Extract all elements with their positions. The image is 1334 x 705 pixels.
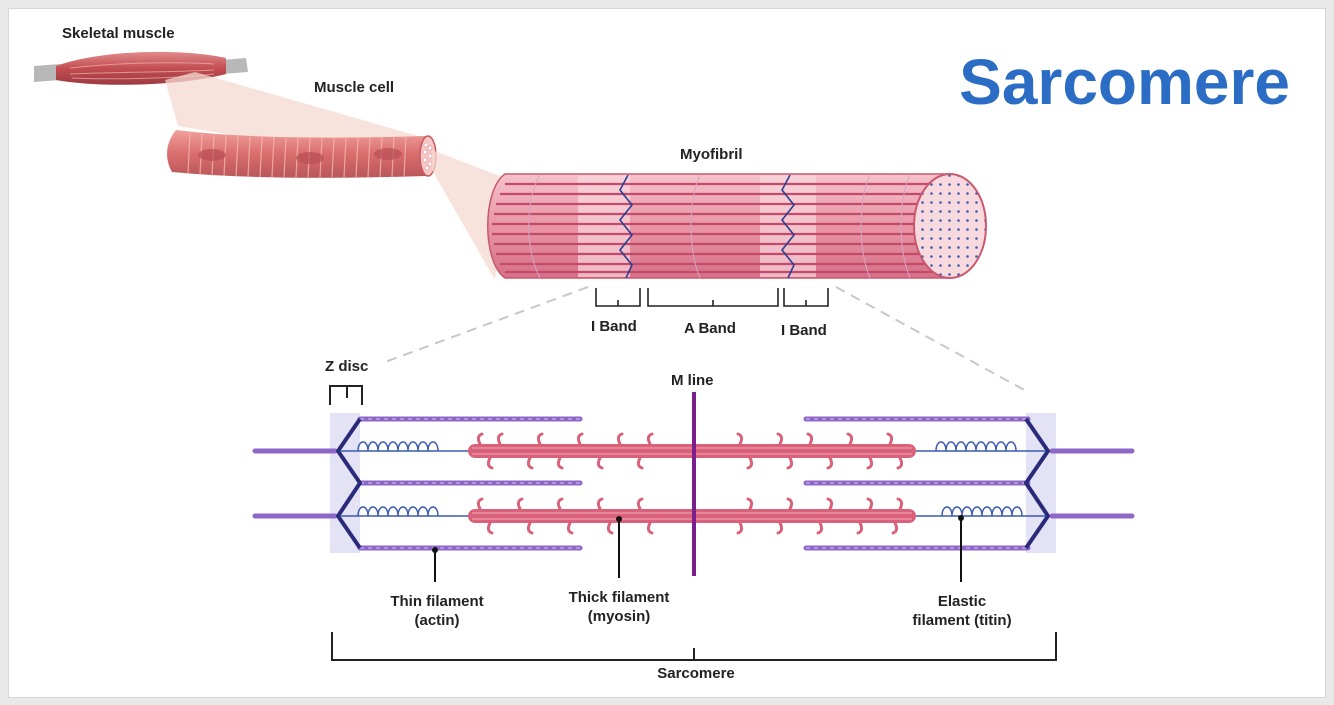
zoom-dashed-lines [384,286,1029,393]
thick-filament-label: Thick filament [569,589,670,606]
thin-filament-sublabel: (actin) [415,612,460,629]
myofibril-icon [487,173,987,279]
zoom-projection [432,150,505,280]
page-title: Sarcomere [959,46,1290,118]
muscle-cell-icon [167,130,437,178]
pointer-dots [432,515,964,553]
sarcomere-bracket [331,632,1057,661]
a-band-label: A Band [684,320,736,337]
pointer-lines [434,518,962,582]
thick-filament-sublabel: (myosin) [588,608,651,625]
muscle-cell-label: Muscle cell [314,79,394,96]
m-line-label: M line [671,372,714,389]
titin-coils [357,441,1023,517]
actin-twist [360,418,1028,549]
skeletal-muscle-label: Skeletal muscle [62,25,175,42]
elastic-filament-label: Elastic [938,593,986,610]
sarcomere-label: Sarcomere [657,665,735,682]
i-band-left-label: I Band [591,318,637,335]
thick-filaments [468,432,916,535]
band-brackets [595,288,829,307]
thin-filament-label: Thin filament [390,593,483,610]
elastic-filament-sublabel: filament (titin) [912,612,1011,629]
myofibril-label: Myofibril [680,146,743,163]
titin-lines [340,450,1046,517]
z-disc-label: Z disc [325,358,368,375]
z-disc-lines [336,417,1050,550]
i-band-right-label: I Band [781,322,827,339]
sarcomere-diagram [252,392,1135,576]
z-disc-bracket [329,385,363,405]
